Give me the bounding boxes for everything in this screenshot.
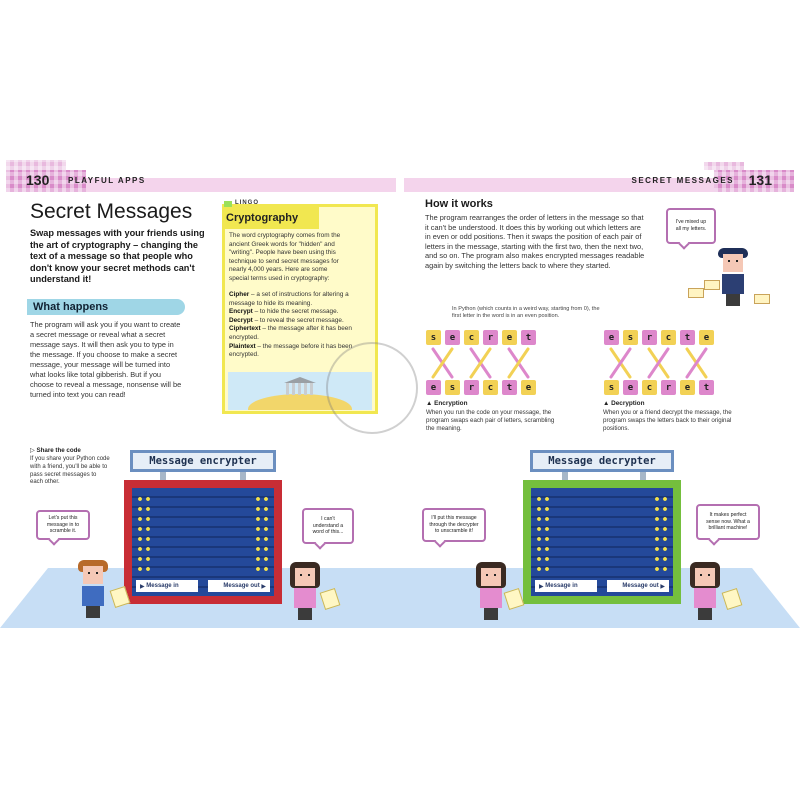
girl-character (690, 562, 720, 620)
how-it-works-heading: How it works (425, 198, 493, 210)
what-happens-banner (27, 299, 185, 315)
lingo-title-tab (223, 207, 319, 229)
book-spread: 130 PLAYFUL APPS SECRET MESSAGES 131 Sec… (0, 160, 800, 628)
lingo-tag: LINGO (235, 200, 259, 206)
letter-tile: e (680, 380, 695, 395)
pixel-decoration (6, 160, 66, 170)
swap-arrows (604, 347, 718, 379)
speech-bubble-boy: Let's put this message in to scramble it… (36, 510, 90, 540)
how-it-works-text: The program rearranges the order of lett… (425, 213, 645, 270)
what-happens-text: The program will ask you if you want to … (30, 320, 182, 399)
envelope-icon (704, 280, 720, 290)
lingo-term: Plaintext – the message before it has be… (229, 342, 353, 359)
letter-tile: c (661, 330, 676, 345)
header-bar-right (404, 178, 774, 192)
decrypter-sign: Message decrypter (530, 450, 674, 472)
letter-tile: s (623, 330, 638, 345)
envelope-icon (688, 288, 704, 298)
hill-shape (248, 394, 352, 410)
lingo-term: Ciphertext – the message after it has be… (229, 325, 352, 341)
letter-tile: r (642, 330, 657, 345)
encrypter-machine: ▶ Message in Message out ▶ (124, 480, 282, 604)
pixel-decoration-right (714, 170, 794, 192)
decryption-top-letters: e s r c t e (604, 330, 714, 345)
letter-tile: e (623, 380, 638, 395)
pixel-decoration-left (6, 170, 86, 192)
lingo-term: Encrypt – to hide the secret message. (229, 308, 339, 316)
letter-tile: c (464, 330, 479, 345)
left-page-number: 130 (26, 172, 50, 188)
message-out-slot: Message out ▶ (607, 580, 669, 592)
right-page-number: 131 (748, 172, 772, 188)
speech-bubble-girl-3: It makes perfect sense now. What a brill… (696, 504, 760, 540)
envelope-icon (754, 294, 770, 304)
decryption-text: When you or a friend decrypt the message… (603, 409, 732, 432)
girl-character (290, 562, 320, 620)
swap-arrows (426, 347, 540, 379)
letter-tile: s (604, 380, 619, 395)
postman-character (718, 248, 748, 306)
page-title: Secret Messages (30, 200, 193, 223)
letter-tile: t (521, 330, 536, 345)
temple-columns (286, 383, 314, 395)
lingo-title: Cryptography (226, 212, 299, 224)
share-code-heading: ▷ Share the code (30, 447, 81, 454)
letter-tile: t (699, 380, 714, 395)
decryption-label: ▲ Decryption (603, 400, 645, 407)
letter-tile: e (521, 380, 536, 395)
python-note: In Python (which counts in a weird way, … (452, 306, 600, 319)
intro-text: Swap messages with your friends using th… (30, 228, 205, 284)
encryption-label: ▲ Encryption (426, 400, 468, 407)
lingo-term: Cipher – a set of instructions for alter… (229, 291, 349, 307)
share-code-text: If you share your Python code with a fri… (30, 456, 110, 486)
speech-bubble-postman: I've mixed up all my letters. (666, 208, 716, 244)
encryption-bottom-letters: e s r c t e (426, 380, 536, 395)
letter-tile: r (483, 330, 498, 345)
letter-tile: e (445, 330, 460, 345)
message-in-slot: ▶ Message in (136, 580, 198, 592)
girl-character (476, 562, 506, 620)
lingo-body: The word cryptography comes from the anc… (229, 232, 341, 282)
letter-tile: e (502, 330, 517, 345)
letter-tile: t (680, 330, 695, 345)
watermark-stamp (326, 342, 418, 434)
message-out-slot: Message out ▶ (208, 580, 270, 592)
right-section-label: SECRET MESSAGES (631, 176, 734, 185)
letter-tile: r (464, 380, 479, 395)
lingo-term: Decrypt – to reveal the secret message. (229, 316, 344, 324)
letter-tile: e (426, 380, 441, 395)
encryption-top-letters: s e c r e t (426, 330, 536, 345)
encryption-text: When you run the code on your message, t… (426, 409, 555, 432)
left-section-label: PLAYFUL APPS (68, 176, 146, 185)
letter-tile: s (445, 380, 460, 395)
letter-tile: e (699, 330, 714, 345)
message-in-slot: ▶ Message in (535, 580, 597, 592)
letter-tile: r (661, 380, 676, 395)
temple-roof (284, 377, 316, 383)
decrypter-screen: ▶ Message in Message out ▶ (531, 488, 673, 596)
letter-tile: t (502, 380, 517, 395)
page-header (6, 160, 794, 192)
encrypter-sign: Message encrypter (130, 450, 276, 472)
decrypter-machine: ▶ Message in Message out ▶ (523, 480, 681, 604)
speech-bubble-girl-2: I'll put this message through the decryp… (422, 508, 486, 542)
what-happens-heading: What happens (33, 301, 109, 313)
letter-tile: s (426, 330, 441, 345)
encrypter-screen: ▶ Message in Message out ▶ (132, 488, 274, 596)
decryption-bottom-letters: s e c r e t (604, 380, 714, 395)
lingo-icon (224, 201, 232, 207)
speech-bubble-girl-1: I can't understand a word of this... (302, 508, 354, 544)
header-bar-left (26, 178, 396, 192)
lingo-terms: Cipher – a set of instructions for alter… (229, 291, 361, 360)
letter-tile: e (604, 330, 619, 345)
letter-tile: c (642, 380, 657, 395)
letter-tile: c (483, 380, 498, 395)
pixel-decoration (704, 162, 744, 170)
boy-character (78, 560, 108, 618)
